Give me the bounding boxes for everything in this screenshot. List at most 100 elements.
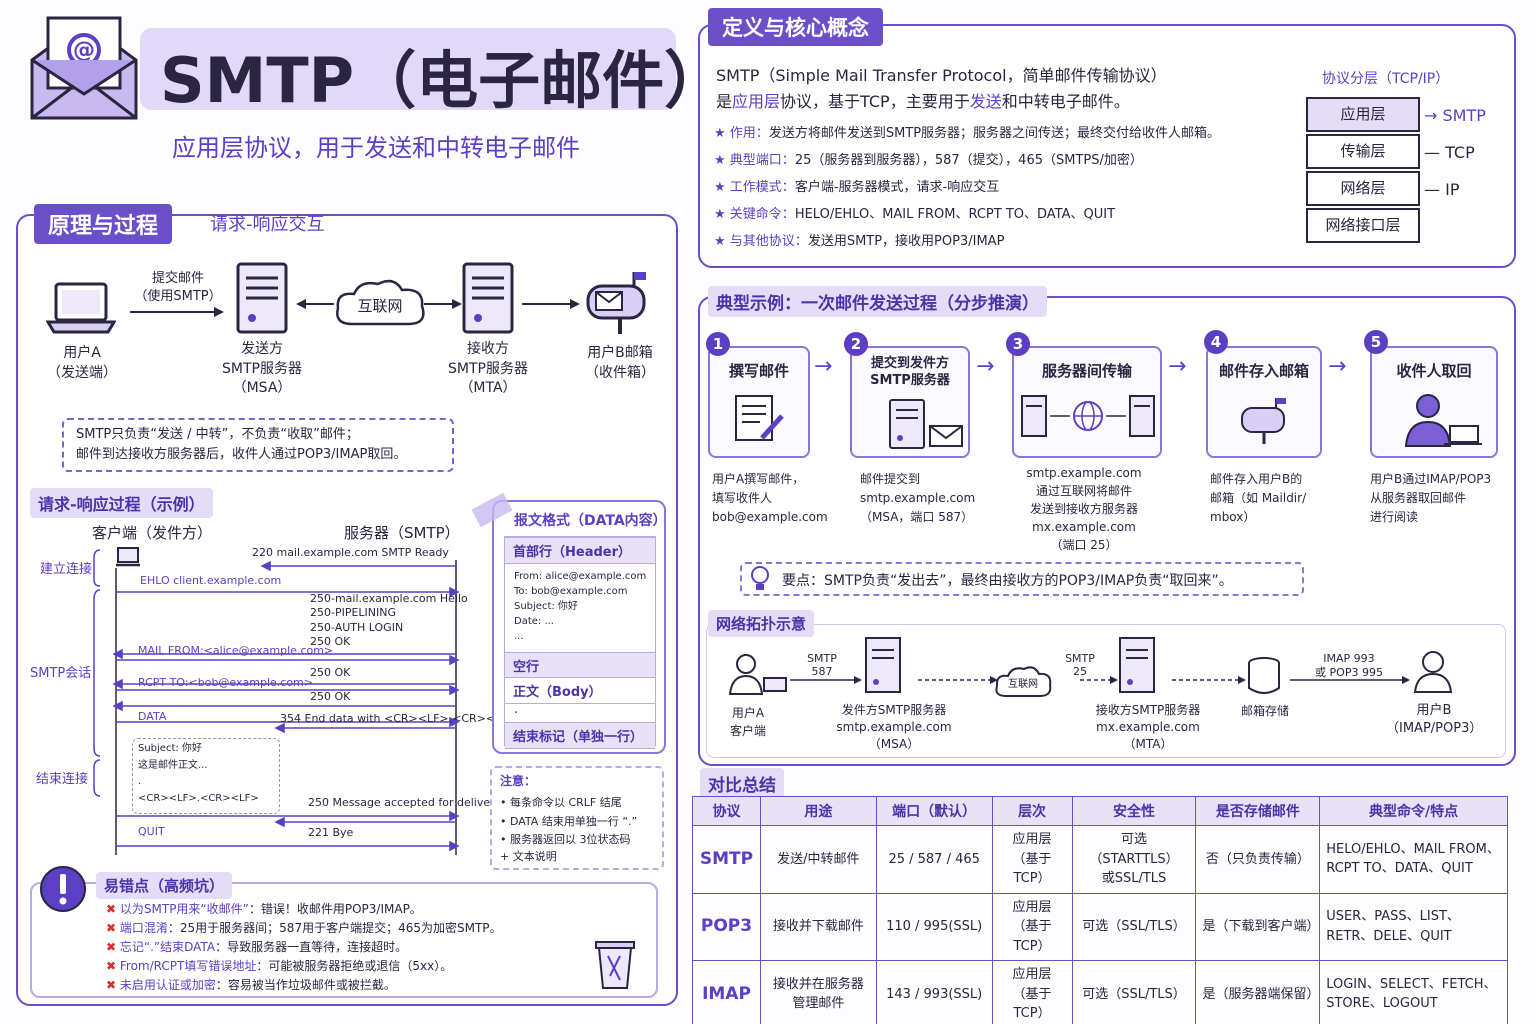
layer-application: 应用层	[1306, 97, 1420, 132]
msg-220-ready: 220 mail.example.com SMTP Ready	[252, 546, 449, 559]
layer-network: 网络层	[1306, 171, 1420, 206]
format-header-row: 首部行（Header）	[505, 537, 655, 564]
notes-title: 注意：	[500, 774, 537, 788]
topology-lines	[790, 672, 1420, 692]
server-mail-icon	[886, 398, 966, 450]
principle-note	[62, 418, 454, 472]
msg-250-accepted: 250 Message accepted for delivery	[308, 796, 502, 809]
step-title: 收件人取回	[1396, 362, 1472, 380]
server-icon	[864, 636, 902, 694]
layers-title: 协议分层（TCP/IP）	[1322, 71, 1450, 87]
topo-receiver-server: 接收方SMTP服务器 mx.example.com （MTA）	[1095, 703, 1201, 751]
step-arrow-icon: →	[1168, 354, 1187, 379]
pitfall-item: ✖ 忘记“.”结束DATA：导致服务器一直等待，连接超时。	[106, 940, 408, 954]
msg-data: DATA	[138, 710, 167, 723]
arrow-right-icon	[128, 304, 228, 318]
msa-label: 发送方 SMTP服务器 （MSA）	[222, 341, 302, 397]
trash-icon	[590, 936, 640, 992]
step-number: 5	[1364, 330, 1388, 354]
mailbox-icon	[584, 270, 654, 336]
double-arrow-icon	[296, 296, 336, 310]
user-b-label: 用户B邮箱 （收件箱）	[585, 345, 655, 381]
layer-tag-smtp: → SMTP	[1424, 106, 1486, 125]
internet-label: 互联网	[357, 297, 403, 315]
sequence-lines	[100, 560, 480, 860]
example-title: 典型示例：一次邮件发送过程（分步推演）	[708, 286, 1047, 317]
definition-bullet: ★ 作用：发送方将邮件发送到SMTP服务器；服务器之间传送；最终交付给收件人邮箱…	[714, 126, 1221, 141]
msg-rcpt-to: RCPT TO:<bob@example.com>	[138, 676, 313, 689]
msg-354: 354 End data with <CR><LF>.<CR><LF>	[280, 712, 517, 725]
topology-title: 网络拓扑示意	[708, 610, 815, 637]
notes-box	[490, 766, 664, 870]
definition-bullet: ★ 与其他协议：发送用SMTP，接收用POP3/IMAP	[714, 234, 1005, 249]
phase-connect: 建立连接	[40, 562, 93, 577]
table-header: 用途	[759, 796, 877, 826]
lightbulb-icon	[748, 564, 772, 594]
step-desc: 用户A撰写邮件， 填写收件人 bob@example.com	[712, 472, 828, 525]
principle-note-text: SMTP只负责“发送 / 中转”，不负责“收取”邮件； 邮件到达接收方服务器后，…	[76, 427, 407, 463]
format-body-row: 正文（Body）	[505, 677, 655, 704]
definition-bullet: ★ 典型端口：25（服务器到服务器），587（提交），465（SMTPS/加密）	[714, 153, 1143, 168]
database-icon	[1246, 656, 1282, 696]
pitfalls-panel	[30, 882, 658, 998]
client-label: 客户端（发件方）	[92, 524, 213, 542]
format-dot: .	[514, 702, 519, 717]
pitfall-item: ✖ 未启用认证或加密：容易被当作垃圾邮件或被拦截。	[106, 978, 396, 992]
server-icon	[460, 262, 516, 334]
step-arrow-icon: →	[976, 354, 995, 379]
table-header: 典型命令/特点	[1319, 796, 1508, 826]
msg-221-bye: 221 Bye	[308, 826, 354, 839]
page-subtitle: 应用层协议，用于发送和中转电子邮件	[172, 134, 580, 162]
layer-tag-tcp: — TCP	[1424, 143, 1475, 162]
layer-link: 网络接口层	[1306, 208, 1420, 243]
definition-bullet: ★ 工作模式：客户端-服务器模式，请求-响应交互	[714, 180, 1000, 195]
step-number: 4	[1204, 330, 1228, 354]
double-arrow-icon	[422, 296, 462, 310]
msg-quit: QUIT	[138, 825, 165, 838]
table-header: 是否存储邮件	[1195, 796, 1321, 826]
topo-smtp587: SMTP 587	[807, 652, 837, 679]
notes-item: • DATA 结束用单独一行 “.”	[500, 815, 638, 828]
step-number: 2	[844, 332, 868, 356]
mail-body-box	[132, 738, 280, 814]
pitfalls-title: 易错点（高频坑）	[96, 872, 233, 899]
laptop-icon	[45, 280, 117, 336]
star-icon: ★	[714, 126, 726, 141]
step-desc: smtp.example.com 通过互联网将邮件 发送到接收方服务器 mx.e…	[1026, 466, 1142, 552]
topo-storage: 邮箱存储	[1240, 704, 1289, 718]
msg-250-ok-1: 250 OK	[310, 666, 351, 679]
cloud-icon	[994, 664, 1052, 700]
step-title: 服务器间传输	[1041, 362, 1132, 380]
step-title: 提交到发件方 SMTP服务器	[870, 356, 950, 388]
definition-bullet: ★ 关键命令：HELO/EHLO、MAIL FROM、RCPT TO、DATA、…	[714, 207, 1116, 222]
phase-session: SMTP会话	[30, 666, 92, 681]
table-row: SMTP 发送/中转邮件 25 / 587 / 465 应用层 （基于TCP） …	[692, 825, 1508, 894]
msg-250-hello: 250-mail.example.com Hello 250-PIPELININ…	[310, 592, 468, 648]
phase-brackets	[90, 548, 102, 798]
topo-user-a: 用户A 客户端	[729, 706, 766, 738]
definition-title: 定义与核心概念	[708, 8, 883, 46]
definition-line-1: SMTP（Simple Mail Transfer Protocol，简单邮件传…	[716, 66, 1167, 85]
topo-internet: 互联网	[1008, 679, 1038, 690]
step-desc: 邮件提交到 smtp.example.com （MSA，端口 587）	[860, 472, 976, 525]
cloud-icon	[332, 276, 428, 332]
step-desc: 用户B通过IMAP/POP3 从服务器取回邮件 进行阅读	[1370, 472, 1492, 525]
format-title: 报文格式（DATA内容）	[514, 513, 667, 529]
star-icon: ★	[714, 207, 726, 222]
step-number: 1	[706, 332, 730, 356]
page-title: SMTP（电子邮件）	[160, 44, 727, 117]
mailbox-icon	[1238, 396, 1292, 446]
format-end-row: 结束标记（单独一行）	[505, 722, 655, 749]
pitfall-item: ✖ From/RCPT填写错误地址：可能被服务器拒绝或退信（5xx）。	[106, 959, 453, 973]
server-icon	[1118, 636, 1156, 694]
step-arrow-icon: →	[1328, 354, 1347, 379]
format-blank-row: 空行	[505, 652, 655, 679]
step-number: 3	[1006, 332, 1030, 356]
table-row: IMAP 接收并在服务器 管理邮件 143 / 993(SSL) 应用层 （基于…	[692, 960, 1508, 1024]
computer-icon	[114, 546, 142, 568]
phase-end: 结束连接	[36, 772, 89, 787]
format-header-lines: From: alice@example.com To: bob@example.…	[514, 571, 647, 642]
table-header: 层次	[991, 796, 1073, 826]
table-header: 协议	[692, 796, 761, 826]
principle-title: 原理与过程	[34, 204, 173, 244]
